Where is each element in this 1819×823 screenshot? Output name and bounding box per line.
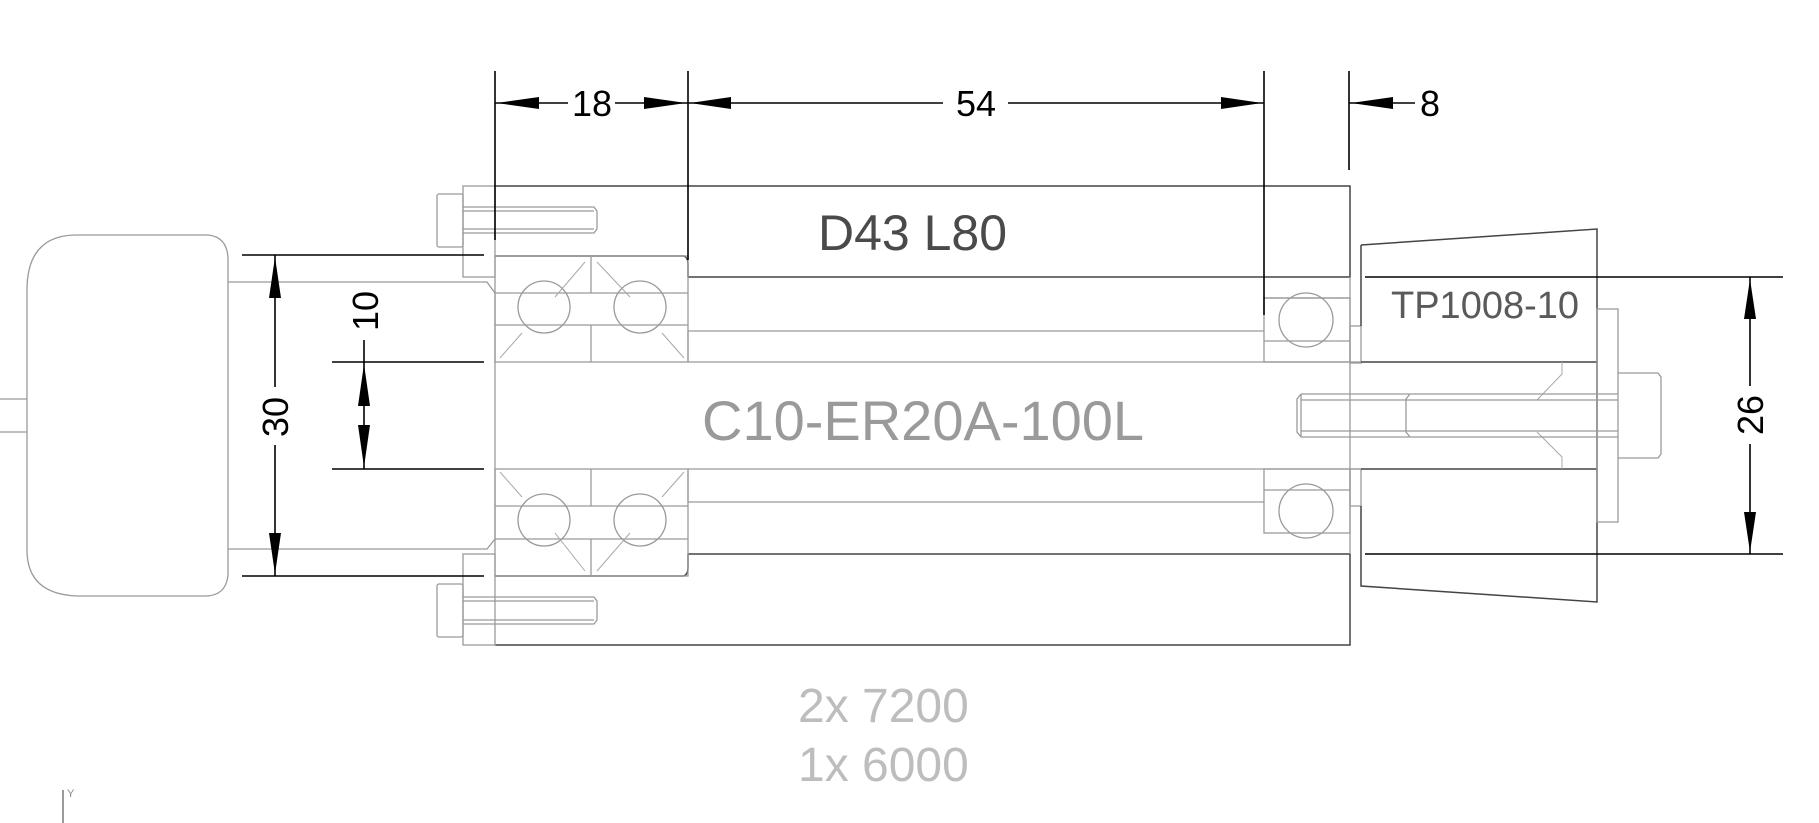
dimension-extension-lines — [494, 71, 1350, 315]
dimension-18-label: 18 — [572, 83, 612, 124]
bearing-spec-line-2: 1x 6000 — [798, 739, 969, 792]
dimension-26-label: 26 — [1730, 395, 1771, 435]
bearing-7200-top-pair — [494, 255, 689, 363]
housing-label: D43 L80 — [818, 205, 1007, 261]
bearing-6000 — [1263, 292, 1362, 539]
shaft-label: C10-ER20A-100L — [702, 389, 1144, 452]
bearing-7200-bottom-pair — [494, 468, 689, 577]
dimension-8[interactable]: 8 — [1349, 83, 1440, 124]
dimension-18[interactable]: 18 — [495, 83, 688, 124]
collet — [1360, 228, 1662, 603]
shaft — [228, 281, 1361, 550]
motor — [0, 234, 229, 597]
dimension-30-label: 30 — [255, 397, 296, 437]
rear-flange-bottom — [436, 553, 598, 646]
ucs-icon: Y — [62, 788, 75, 823]
dimension-30[interactable]: 30 — [242, 254, 484, 577]
ucs-y-label: Y — [67, 788, 75, 800]
dimension-10[interactable]: 10 — [332, 291, 484, 470]
draw-bolt — [1296, 393, 1618, 438]
bearing-spec-line-1: 2x 7200 — [798, 680, 969, 733]
rear-flange-top — [436, 185, 598, 278]
dimension-10-label: 10 — [345, 291, 386, 331]
collet-label: TP1008-10 — [1391, 285, 1579, 327]
dimension-54[interactable]: 54 — [688, 83, 1264, 124]
dimension-8-label: 8 — [1420, 83, 1440, 124]
dimension-26[interactable]: 26 — [1365, 276, 1783, 555]
dimension-54-label: 54 — [956, 83, 996, 124]
